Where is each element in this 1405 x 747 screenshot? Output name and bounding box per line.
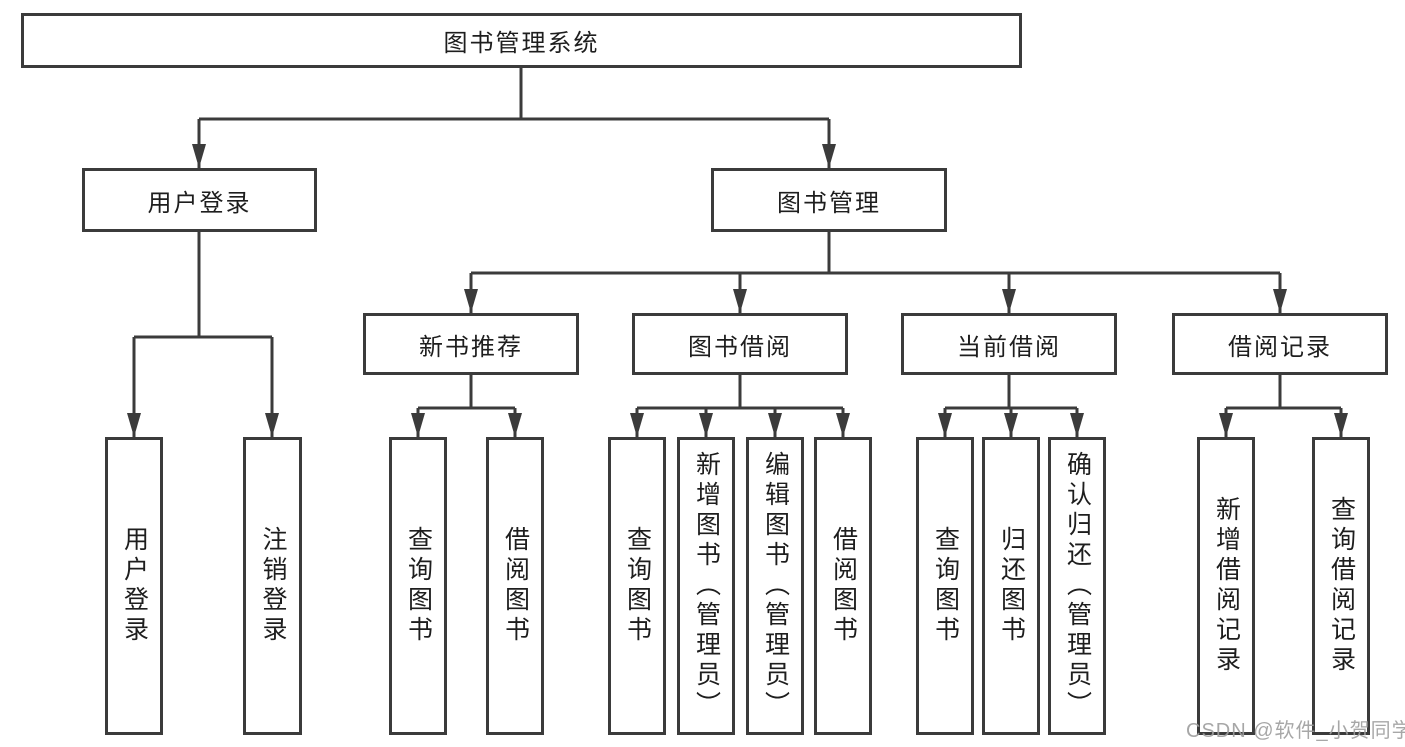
node-user-login-label: 用户登录 — [147, 189, 252, 217]
node-borrow-records: 借阅记录 — [1172, 313, 1388, 375]
node-query-books-current: 查询图书 — [916, 437, 974, 735]
node-add-book-admin-label: 新增图书（管理员） — [692, 451, 721, 721]
node-add-borrow-record-label: 新增借阅记录 — [1212, 496, 1241, 676]
node-confirm-return-admin-label: 确认归还（管理员） — [1063, 451, 1092, 721]
node-book-borrow: 图书借阅 — [632, 313, 848, 375]
node-book-management: 图书管理 — [711, 168, 947, 232]
node-borrow-books-recommend: 借阅图书 — [486, 437, 544, 735]
node-new-book-recommend: 新书推荐 — [363, 313, 579, 375]
node-edit-book-admin: 编辑图书（管理员） — [746, 437, 804, 735]
node-add-borrow-record: 新增借阅记录 — [1197, 437, 1255, 735]
node-library-system: 图书管理系统 — [21, 13, 1022, 68]
node-user-login: 用户登录 — [82, 168, 317, 232]
node-logout: 注销登录 — [243, 437, 302, 735]
node-book-borrow-label: 图书借阅 — [688, 333, 792, 361]
node-query-books-borrow-label: 查询图书 — [623, 526, 652, 646]
node-user-login-leaf-label: 用户登录 — [120, 526, 149, 646]
node-borrow-books: 借阅图书 — [814, 437, 872, 735]
node-borrow-records-label: 借阅记录 — [1228, 333, 1332, 361]
node-query-books-borrow: 查询图书 — [608, 437, 666, 735]
node-borrow-books-label: 借阅图书 — [829, 526, 858, 646]
node-query-books-recommend-label: 查询图书 — [404, 526, 433, 646]
node-current-borrow-label: 当前借阅 — [957, 333, 1061, 361]
node-user-login-leaf: 用户登录 — [105, 437, 163, 735]
node-return-book-label: 归还图书 — [997, 526, 1026, 646]
node-confirm-return-admin: 确认归还（管理员） — [1048, 437, 1106, 735]
node-return-book: 归还图书 — [982, 437, 1040, 735]
csdn-watermark: CSDN @软件_小贺同学 — [1186, 720, 1405, 742]
node-library-system-label: 图书管理系统 — [443, 30, 600, 57]
node-query-borrow-record-label: 查询借阅记录 — [1327, 496, 1356, 676]
node-add-book-admin: 新增图书（管理员） — [677, 437, 735, 735]
node-edit-book-admin-label: 编辑图书（管理员） — [761, 451, 790, 721]
node-query-borrow-record: 查询借阅记录 — [1312, 437, 1370, 735]
node-query-books-recommend: 查询图书 — [389, 437, 447, 735]
node-book-management-label: 图书管理 — [777, 189, 881, 217]
node-query-books-current-label: 查询图书 — [931, 526, 960, 646]
node-logout-label: 注销登录 — [259, 526, 287, 646]
node-borrow-books-recommend-label: 借阅图书 — [501, 526, 530, 646]
node-new-book-recommend-label: 新书推荐 — [419, 333, 523, 361]
node-current-borrow: 当前借阅 — [901, 313, 1117, 375]
